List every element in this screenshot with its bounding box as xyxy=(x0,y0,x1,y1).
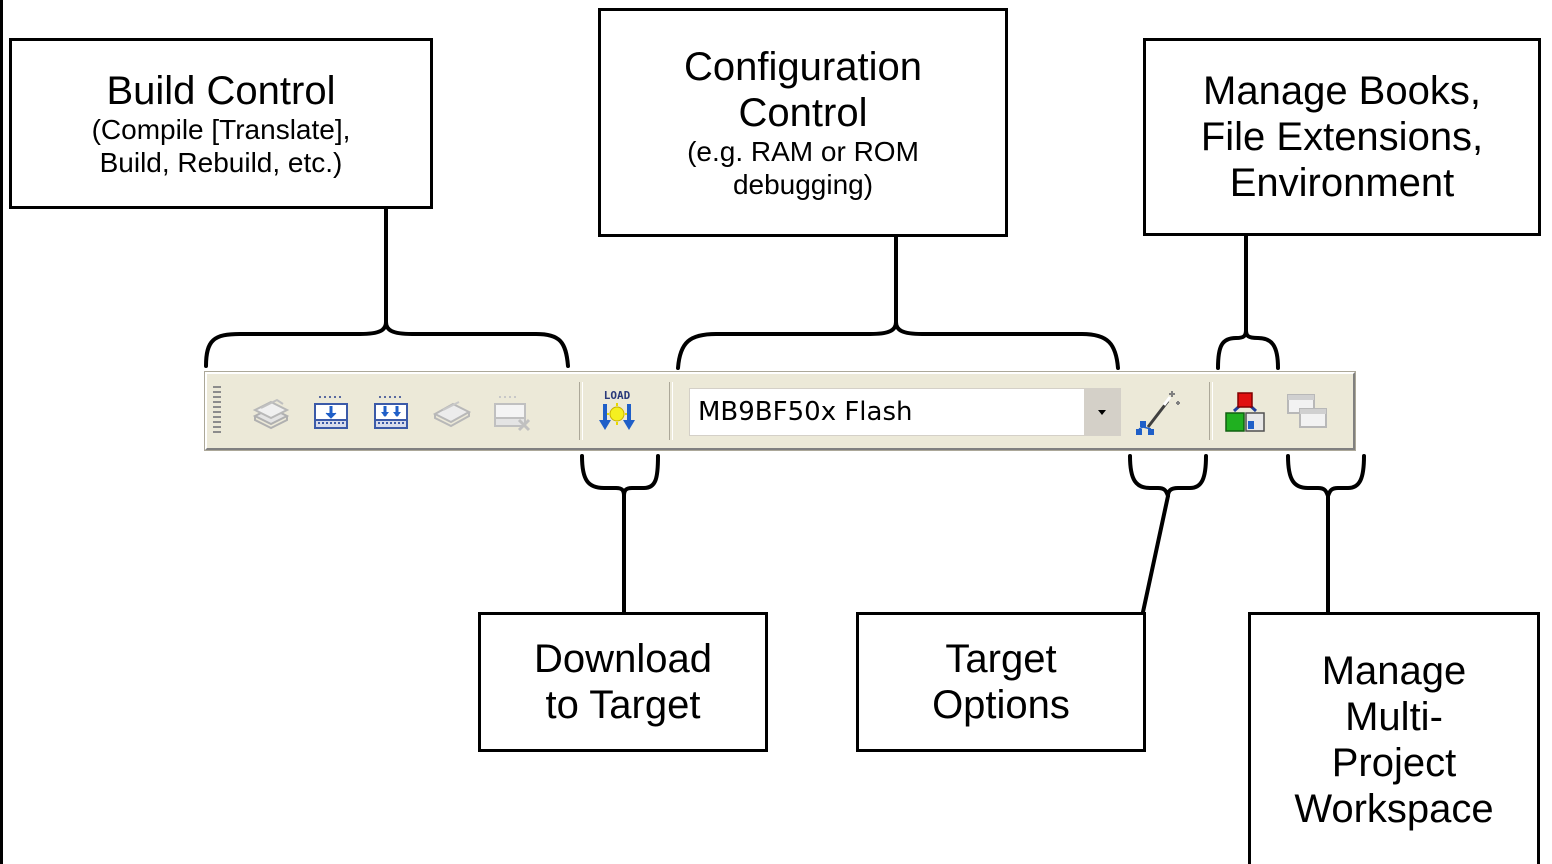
target-options-callout: Target Options xyxy=(856,612,1146,752)
configuration-control-title-1: Configuration xyxy=(684,45,922,90)
manage-components-icon xyxy=(1225,392,1265,432)
rebuild-icon xyxy=(374,396,408,429)
stop-build-button[interactable] xyxy=(485,386,537,438)
target-options-connector xyxy=(1141,494,1170,614)
rebuild-button[interactable] xyxy=(365,386,417,438)
target-select[interactable]: MB9BF50x Flash xyxy=(689,388,1121,436)
configuration-control-desc-2: debugging) xyxy=(732,168,874,200)
configuration-control-desc-1: (e.g. RAM or ROM xyxy=(687,136,919,168)
download-brace xyxy=(580,454,660,498)
multi-project-icon xyxy=(1287,394,1327,428)
build-toolbar: LOAD MB9BF50x Flash xyxy=(205,372,1355,450)
manage-books-line-3: Environment xyxy=(1229,161,1455,205)
translate-icon xyxy=(252,398,290,430)
toolbar-separator xyxy=(579,382,583,440)
multi-project-callout: Manage Multi- Project Workspace xyxy=(1248,612,1540,864)
target-options-line-2: Options xyxy=(932,683,1070,727)
multi-project-brace xyxy=(1286,454,1366,498)
build-icon xyxy=(314,396,348,429)
multi-project-line-2: Multi- xyxy=(1345,694,1443,739)
batch-build-button[interactable] xyxy=(425,386,477,438)
build-control-desc-2: Build, Rebuild, etc.) xyxy=(99,146,343,178)
load-download-icon: LOAD xyxy=(599,389,635,430)
stop-build-icon xyxy=(494,396,531,432)
toolbar-separator xyxy=(1209,382,1213,440)
multi-project-line-4: Workspace xyxy=(1294,786,1494,831)
target-options-line-1: Target xyxy=(945,637,1057,681)
left-border xyxy=(0,0,3,864)
toolbar-separator xyxy=(669,382,673,440)
configuration-control-title-2: Control xyxy=(738,91,868,136)
manage-books-line-1: Manage Books, xyxy=(1203,69,1481,113)
build-control-title: Build Control xyxy=(106,69,336,114)
target-select-value: MB9BF50x Flash xyxy=(698,397,913,427)
download-line-2: to Target xyxy=(545,683,701,727)
target-select-dropdown-button[interactable] xyxy=(1084,389,1120,435)
build-control-desc-1: (Compile [Translate], xyxy=(91,114,351,146)
multi-project-button[interactable] xyxy=(1281,386,1333,438)
magic-wand-icon xyxy=(1136,391,1180,435)
build-control-callout: Build Control (Compile [Translate], Buil… xyxy=(9,38,433,209)
download-button[interactable]: LOAD xyxy=(591,386,643,438)
batch-build-icon xyxy=(432,401,472,428)
manage-books-callout: Manage Books, File Extensions, Environme… xyxy=(1143,38,1541,236)
manage-books-brace xyxy=(1216,328,1280,370)
configuration-control-brace xyxy=(676,320,1120,370)
multi-project-line-3: Project xyxy=(1331,740,1457,785)
configuration-control-callout: Configuration Control (e.g. RAM or ROM d… xyxy=(598,8,1008,237)
build-button[interactable] xyxy=(305,386,357,438)
manage-components-button[interactable] xyxy=(1219,386,1271,438)
build-control-brace xyxy=(204,320,570,368)
manage-books-line-2: File Extensions, xyxy=(1200,115,1484,159)
load-label: LOAD xyxy=(604,389,631,402)
toolbar-grip-handle[interactable] xyxy=(213,386,221,436)
target-options-brace xyxy=(1128,454,1208,498)
translate-button[interactable] xyxy=(245,386,297,438)
target-options-button[interactable] xyxy=(1133,386,1185,438)
multi-project-line-1: Manage xyxy=(1321,648,1467,693)
download-line-1: Download xyxy=(534,637,712,681)
chevron-down-icon xyxy=(1098,410,1106,415)
download-to-target-callout: Download to Target xyxy=(478,612,768,752)
